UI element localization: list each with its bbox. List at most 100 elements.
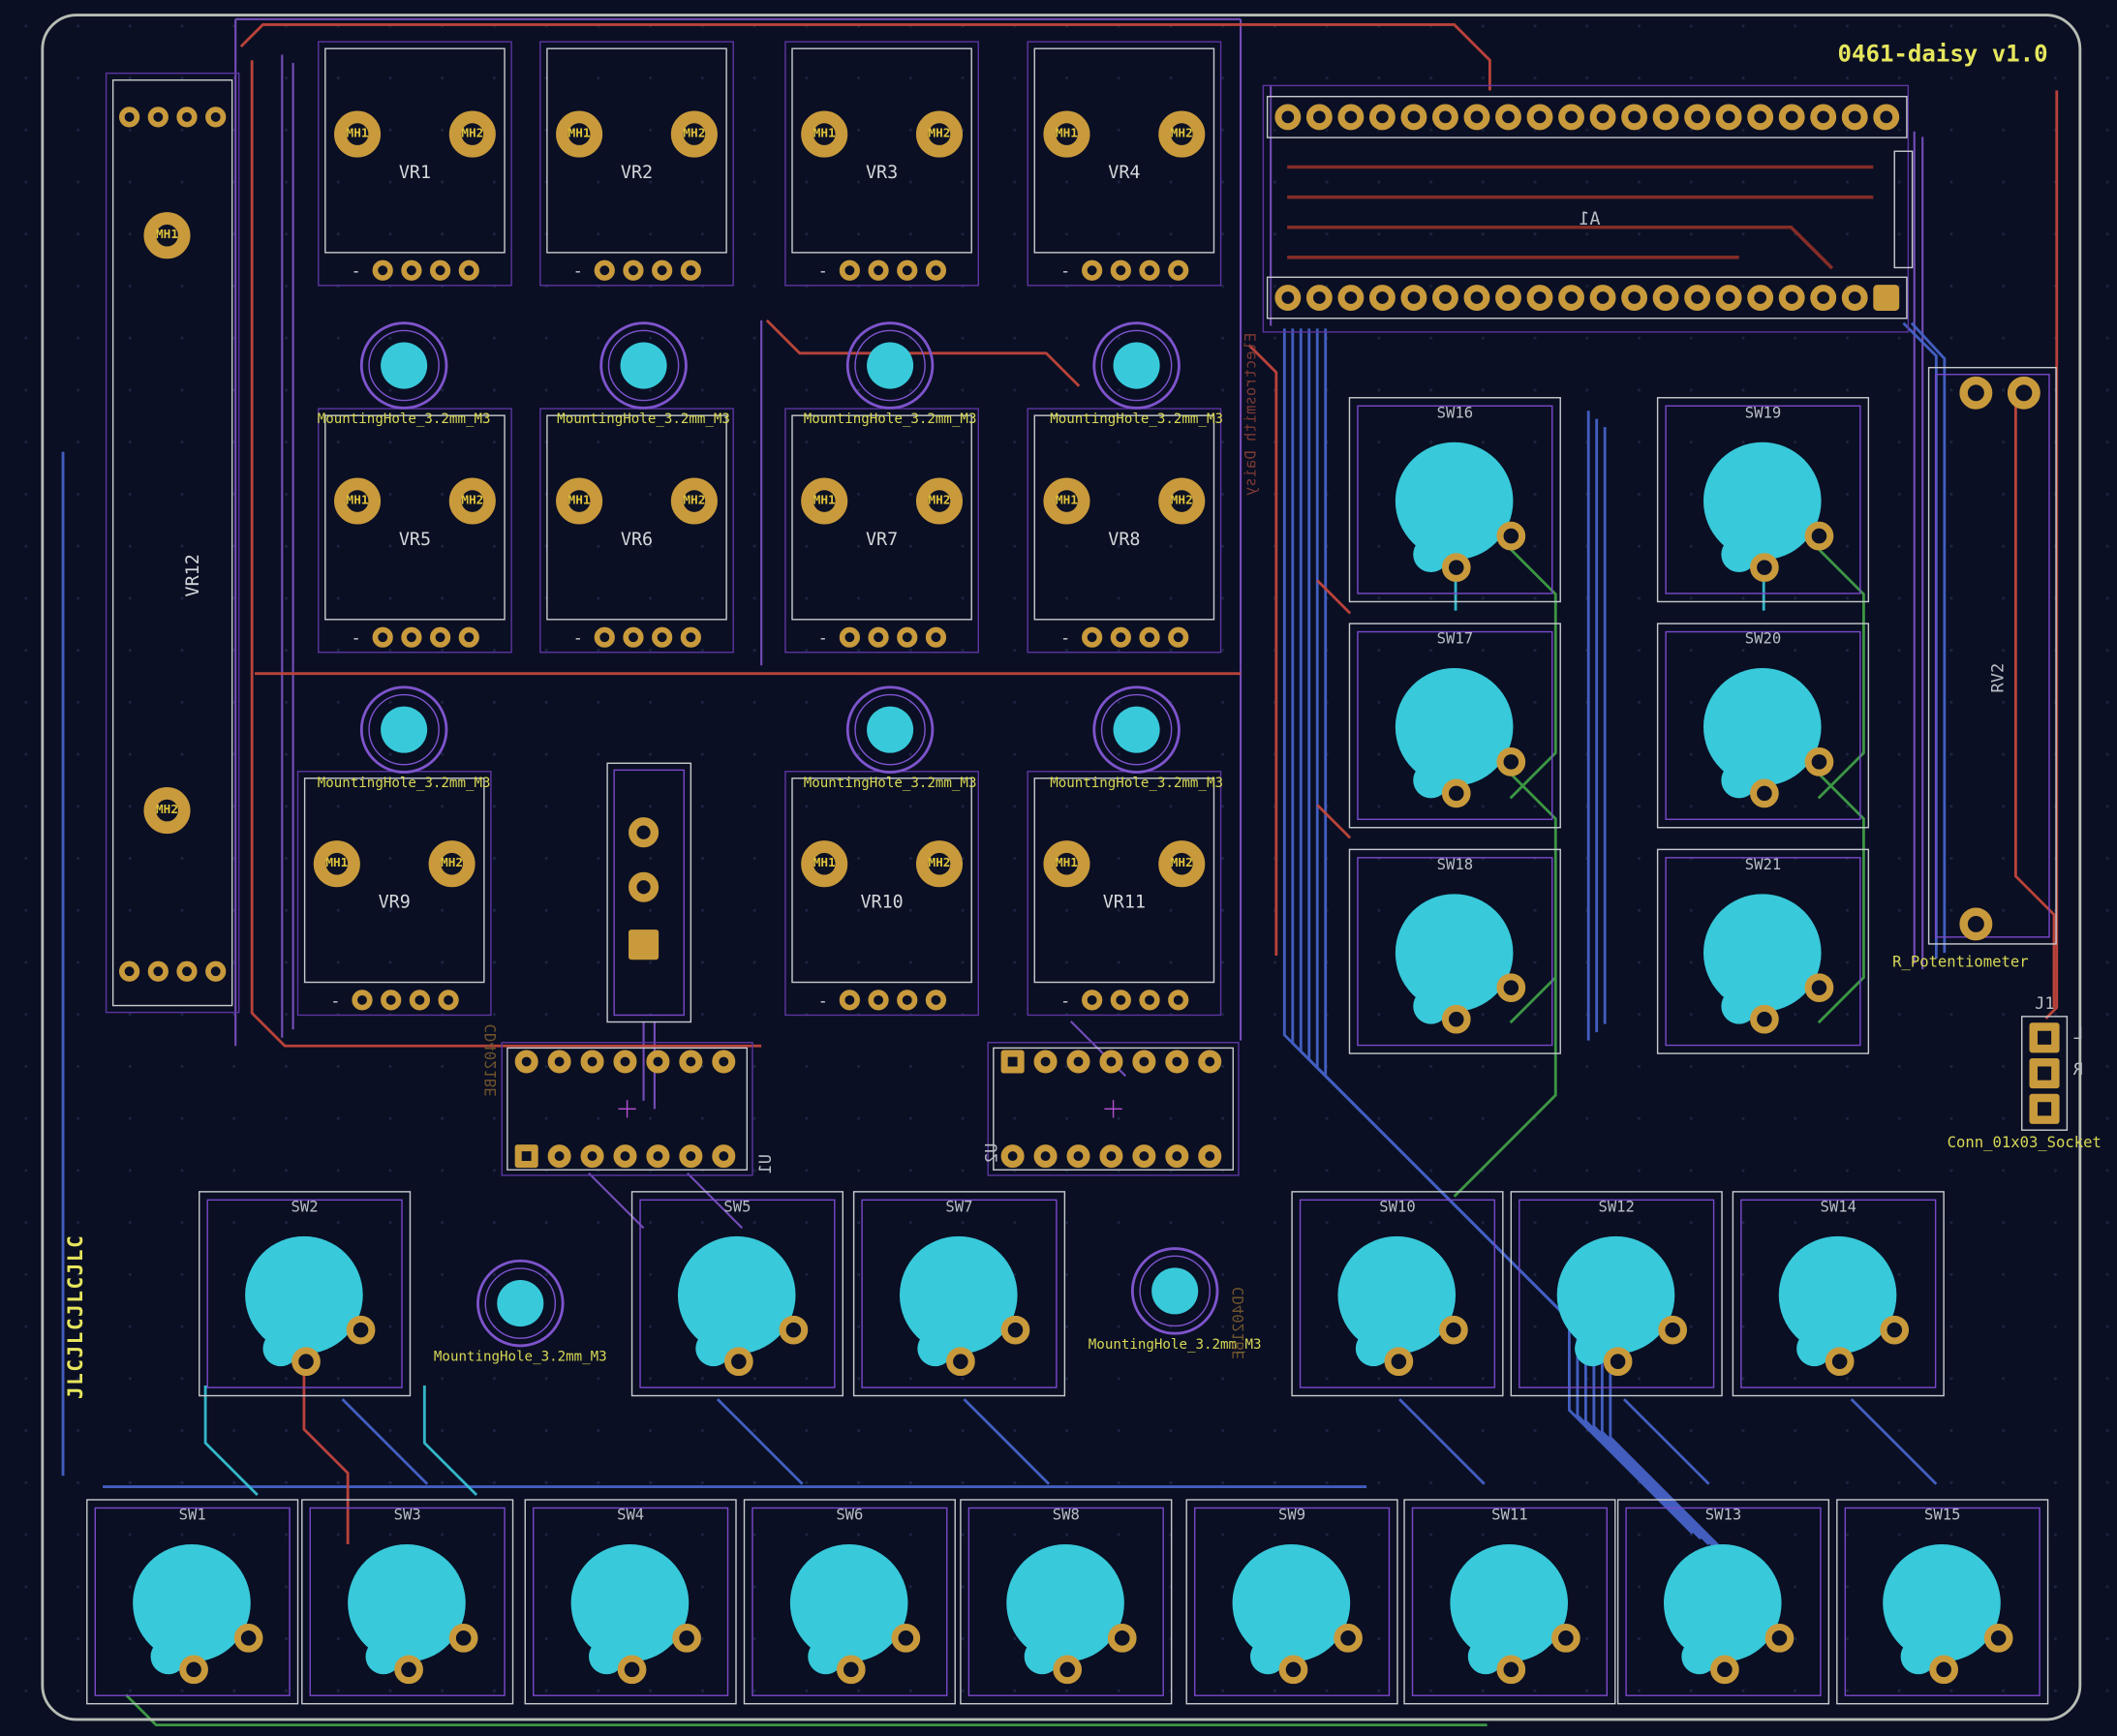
mounting-hole-4[interactable]: MountingHole_3.2mm_M3 (1050, 321, 1223, 427)
switch-sw2[interactable]: SW2 (199, 1191, 412, 1397)
courtyard (1934, 374, 2050, 938)
aux-footprint[interactable] (606, 762, 692, 1023)
pad-mh1: MH1 (801, 110, 848, 158)
switch-sw4[interactable]: SW4 (524, 1499, 737, 1705)
switch-sw12[interactable]: SW12 (1510, 1191, 1723, 1397)
switch-sw20[interactable]: SW20 (1656, 623, 1870, 829)
switch-sw5[interactable]: SW5 (630, 1191, 844, 1397)
ic-socket-u2[interactable]: U2 (982, 1042, 1240, 1176)
switch-sw18[interactable]: SW18 (1348, 848, 1561, 1054)
pad-mh2: MH2 (915, 110, 964, 158)
ref-label: VR8 (1108, 530, 1141, 551)
value-label: Conn_01x03_Socket (1947, 1133, 2102, 1152)
board-title[interactable]: 0461-daisy v1.0 (1837, 41, 2048, 69)
ic-socket-u1[interactable]: U1 (501, 1042, 775, 1176)
left-silk-text[interactable]: JLCJLCJLCJLC (63, 1233, 88, 1400)
ref-label: U1 (755, 1153, 776, 1174)
footprint-vr12[interactable]: MH1 MH2 VR12 (105, 72, 240, 1014)
silkscreen-outline (506, 1047, 749, 1171)
cyan-traces (203, 580, 1765, 1497)
pin-label-l: L (2072, 1023, 2083, 1044)
silkscreen-outline (111, 79, 233, 1007)
switch-sw8[interactable]: SW8 (960, 1499, 1173, 1705)
dip-pin-row (514, 1144, 736, 1169)
switch-sw10[interactable]: SW10 (1291, 1191, 1504, 1397)
pad-mh2: MH2 (1158, 110, 1206, 158)
pad-mh2: MH2 (448, 477, 496, 525)
pad-mh2: MH2 (1158, 840, 1206, 888)
switch-center-hole (1395, 442, 1514, 561)
mounting-hole-9[interactable]: MountingHole_3.2mm_M3 (1089, 1247, 1262, 1353)
switch-sw11[interactable]: SW11 (1403, 1499, 1616, 1705)
ref-label: U2 (981, 1142, 1001, 1164)
switch-sw13[interactable]: SW13 (1616, 1499, 1830, 1705)
module-bracket (1893, 150, 1914, 269)
switch-sw14[interactable]: SW14 (1732, 1191, 1945, 1397)
switch-sw21[interactable]: SW21 (1656, 848, 1870, 1054)
board-outline (41, 14, 2082, 1721)
ref-label: VR6 (620, 530, 654, 551)
switch-sw1[interactable]: SW1 (86, 1499, 299, 1705)
switch-pad (1496, 521, 1526, 551)
pin-header-a1[interactable]: A1 Electrosmith Daisy (1242, 84, 1914, 496)
pad-mh1: MH1 (1043, 840, 1090, 888)
mounting-hole-2[interactable]: MountingHole_3.2mm_M3 (557, 321, 730, 427)
mounting-hole-1[interactable]: MountingHole_3.2mm_M3 (318, 321, 491, 427)
ref-label: VR12 (183, 554, 204, 597)
ref-label: VR1 (398, 163, 432, 184)
ref-label: VR7 (865, 530, 899, 551)
pad-mh1: MH1 (334, 110, 382, 158)
mounting-hole-7[interactable]: MountingHole_3.2mm_M3 (1050, 685, 1223, 791)
pad-mh1: MH1 (801, 477, 848, 525)
pad-mh2: MH2 (448, 110, 496, 158)
pad-mh1: MH1 (556, 477, 603, 525)
switch-sw19[interactable]: SW19 (1656, 397, 1870, 603)
silkscreen-outline (1927, 366, 2057, 945)
switch-sw7[interactable]: SW7 (852, 1191, 1066, 1397)
mounting-hole-3[interactable]: MountingHole_3.2mm_M3 (804, 321, 976, 427)
pad-mh2: MH2 (143, 787, 191, 835)
pad-ring (359, 321, 448, 410)
pad (1959, 907, 1993, 941)
pad (1959, 376, 1993, 410)
mounting-hole-8[interactable]: MountingHole_3.2mm_M3 (434, 1259, 607, 1365)
silkscreen-outline (2021, 1016, 2069, 1131)
value-label: R_Potentiometer (1892, 953, 2029, 971)
pads (372, 259, 479, 281)
connector-j1[interactable]: J1 L R Conn_01x03_Socket (1948, 994, 2114, 1173)
potentiometer-rv2[interactable]: RV2 R_Potentiometer (1892, 366, 2057, 971)
switch-sw16[interactable]: SW16 (1348, 397, 1561, 603)
ref-label: VR3 (865, 163, 899, 184)
mounting-hole-6[interactable]: MountingHole_3.2mm_M3 (804, 685, 976, 791)
switch-sw17[interactable]: SW17 (1348, 623, 1561, 829)
courtyard (105, 72, 240, 1014)
back-silk-text: Electrosmith Daisy (1242, 332, 1260, 497)
silkscreen-outline (606, 762, 692, 1023)
mounting-hole-5[interactable]: MountingHole_3.2mm_M3 (318, 685, 491, 791)
pad-square (629, 929, 660, 960)
switch-sw9[interactable]: SW9 (1185, 1499, 1398, 1705)
green-traces (125, 543, 1865, 1727)
mounting-hole-label: MountingHole_3.2mm_M3 (317, 411, 491, 428)
module-courtyard (1262, 84, 1910, 333)
switch-sw3[interactable]: SW3 (301, 1499, 514, 1705)
ref-label: VR9 (378, 892, 411, 914)
switch-sw15[interactable]: SW15 (1836, 1499, 2049, 1705)
switch-outline (1348, 397, 1561, 603)
inner-layer-traces (1287, 165, 1874, 270)
pad-mh2: MH2 (915, 840, 964, 888)
ref-label: VR2 (620, 163, 654, 184)
switch-sw6[interactable]: SW6 (743, 1499, 956, 1705)
